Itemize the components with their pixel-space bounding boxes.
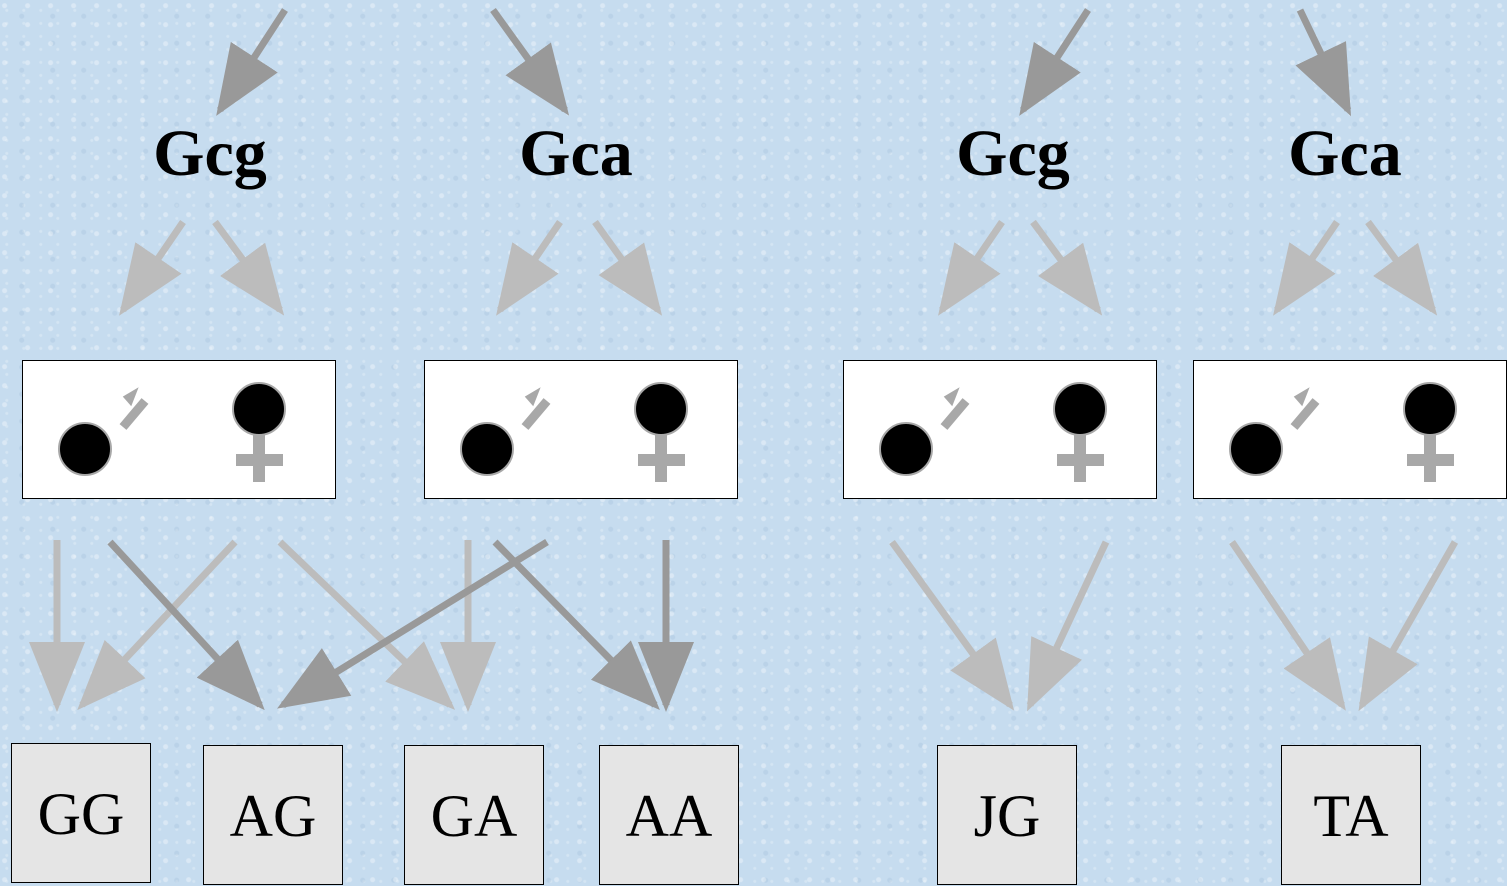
parents-box xyxy=(843,360,1157,499)
arrow-icon xyxy=(496,220,563,316)
genotype-box: TA xyxy=(1281,745,1421,885)
arrow-icon xyxy=(889,539,1015,711)
gene-label: Gcg xyxy=(153,117,267,190)
female-symbol-icon xyxy=(232,382,286,482)
arrow-icon xyxy=(1019,8,1091,116)
arrow-icon xyxy=(592,219,663,316)
genotype-box: AG xyxy=(203,745,343,885)
male-symbol-icon xyxy=(1229,387,1320,476)
male-symbol-icon xyxy=(460,387,551,476)
arrow-icon xyxy=(490,7,570,116)
arrow-icon xyxy=(938,220,1005,316)
parents-box xyxy=(1193,360,1507,499)
gene-label: Gca xyxy=(1288,117,1402,190)
arrow-icon xyxy=(1358,540,1459,712)
female-symbol-icon xyxy=(634,382,688,482)
arrow-icon xyxy=(1030,219,1103,316)
male-symbol-icon xyxy=(58,387,149,476)
arrow-icon xyxy=(1295,8,1352,117)
male-symbol-icon xyxy=(879,387,970,476)
gene-to-parent-arrows xyxy=(119,219,1438,316)
arrow-icon xyxy=(492,539,660,710)
arrow-icon xyxy=(1365,219,1438,316)
genotype-box: GG xyxy=(11,743,151,883)
arrow-icon xyxy=(77,539,238,711)
parents-box xyxy=(424,360,738,499)
cross-arrows-dark xyxy=(107,539,694,712)
arrow-icon xyxy=(277,539,549,709)
genotype-box: AA xyxy=(599,745,739,885)
genotype-box: GA xyxy=(404,745,544,885)
female-symbol-icon xyxy=(1053,382,1107,482)
female-symbol-icon xyxy=(1403,382,1457,482)
arrow-icon xyxy=(107,539,265,711)
arrow-icon xyxy=(119,220,186,316)
gene-label: Gca xyxy=(519,117,633,190)
arrow-icon xyxy=(1026,540,1110,712)
parents-box xyxy=(22,360,336,499)
arrow-icon xyxy=(1273,220,1340,316)
arrow-icon xyxy=(1229,540,1346,711)
genotype-box: JG xyxy=(937,745,1077,885)
gene-label: Gcg xyxy=(956,117,1070,190)
arrow-icon xyxy=(212,219,285,316)
arrow-icon xyxy=(216,8,288,116)
cross-arrows-light xyxy=(29,539,1459,712)
top-arrows xyxy=(216,7,1352,117)
arrow-icon xyxy=(277,539,456,710)
